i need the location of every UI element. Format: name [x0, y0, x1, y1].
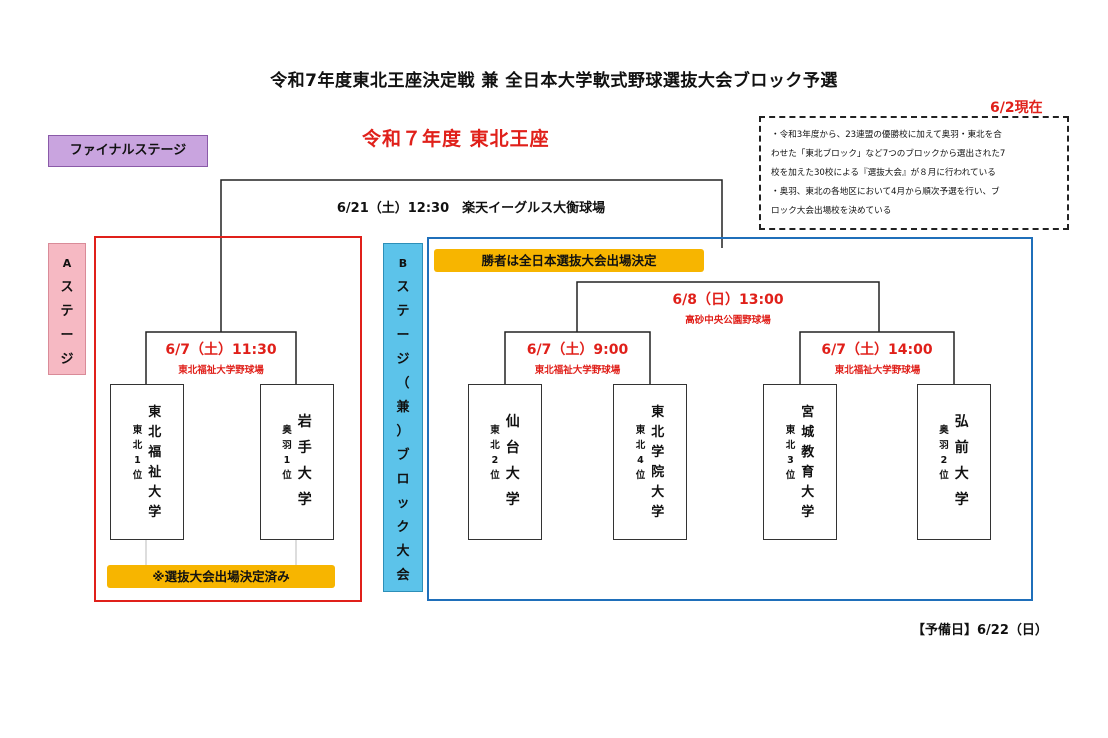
as-of-date: 6/2現在: [990, 100, 1043, 116]
stage-b-final-datetime: 6/8（日）13:00: [672, 292, 784, 308]
stage-b-match1-datetime: 6/7（土）9:00: [526, 342, 629, 358]
final-bracket-line: [220, 179, 723, 248]
stage-b-final-bracket-line: [576, 281, 880, 332]
stage-b-match1-line: [504, 331, 651, 384]
note-line: ロック大会出場校を決めている: [771, 206, 892, 216]
team-name: 東北福祉大学: [148, 405, 162, 520]
stage-a-match-datetime: 6/7（土）11:30: [165, 342, 277, 358]
stage-a-match-venue: 東北福祉大学野球場: [178, 365, 264, 376]
team-name: 仙台大学: [505, 414, 520, 508]
stage-b-match1-venue: 東北福祉大学野球場: [534, 365, 621, 376]
team-name: 東北学院大学: [651, 405, 665, 520]
stage-a-label: A ス テ ー ジ: [48, 243, 86, 375]
stage-b-frame: [427, 237, 1033, 601]
stage-a-frame: [94, 236, 362, 602]
team-name: 岩手大学: [297, 414, 312, 508]
final-schedule: 6/21（土）12:30 楽天イーグルス大衡球場: [336, 201, 606, 216]
team-name: 弘前大学: [954, 414, 969, 508]
winner-note-banner: 勝者は全日本選抜大会出場決定: [434, 249, 704, 272]
note-line: 校を加えた30校による『選抜大会』が８月に行われている: [771, 168, 996, 178]
stage-b-match2-venue: 東北福祉大学野球場: [834, 365, 921, 376]
note-line: わせた「東北ブロック」など7つのブロックから選出された7: [771, 149, 1006, 159]
note-line: ・令和3年度から、23連盟の優勝校に加えて奥羽・東北を合: [771, 130, 1002, 140]
stage-b-label: B ス テ ー ジ （ 兼 ） ブ ロ ッ ク 大 会: [383, 243, 423, 592]
final-stage-label: ファイナルステージ: [48, 135, 208, 167]
stage-b-match2-line: [799, 331, 955, 384]
reserve-day: 【予備日】6/22（日）: [912, 623, 1048, 638]
stage-b-final-venue: 高砂中央公園野球場: [685, 315, 771, 326]
team-name: 宮城教育大学: [801, 405, 815, 520]
final-heading: 令和７年度 東北王座: [362, 128, 550, 150]
note-line: ・奥羽、東北の各地区において4月から順次予選を行い、ブ: [771, 187, 1000, 197]
qualified-note-banner: ※選抜大会出場決定済み: [107, 565, 335, 588]
page-title: 令和7年度東北王座決定戦 兼 全日本大学軟式野球選抜大会ブロック予選: [270, 71, 838, 91]
stage-b-match2-datetime: 6/7（土）14:00: [821, 342, 933, 358]
notes-box: ・令和3年度から、23連盟の優勝校に加えて奥羽・東北を合 わせた「東北ブロック」…: [759, 116, 1069, 230]
